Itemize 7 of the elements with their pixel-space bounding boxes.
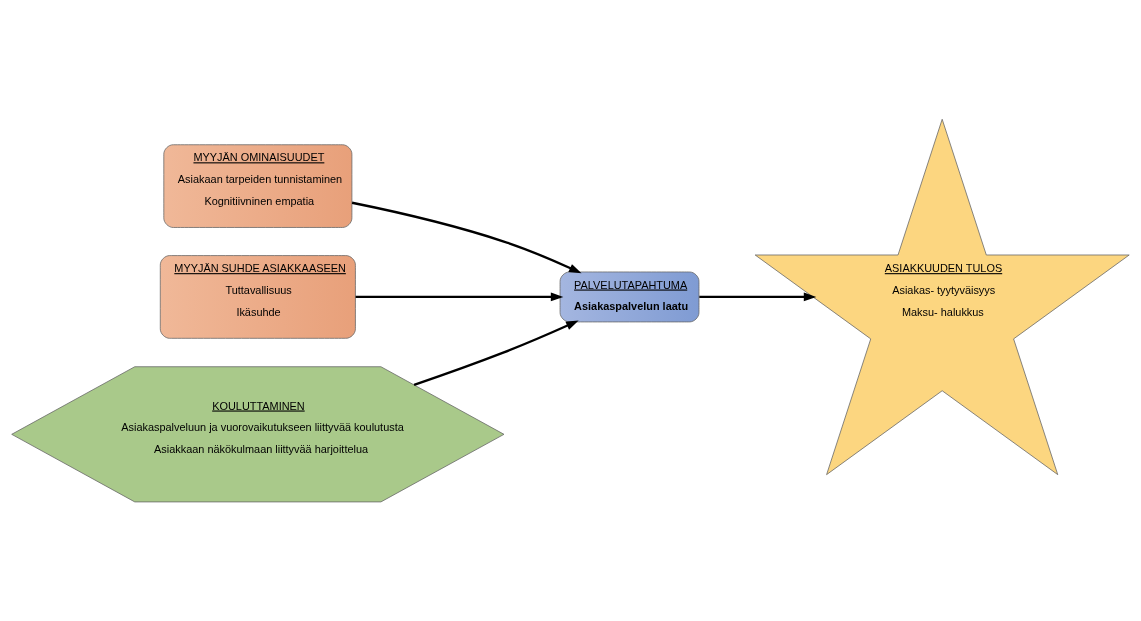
node-box: MYYJÄN OMINAISUUDET Asiakaan tarpeiden tunnistaminen Kognitiivninen empatia [163, 144, 353, 228]
arrow [355, 292, 564, 302]
node-box: MYYJÄN SUHDE ASIAKKAASEEN Tuttavallisuus Ikäsuhde [159, 255, 356, 339]
node-box: PALVELUTAPAHTUMA Asiakaspalvelun laatu [559, 271, 700, 323]
arrow [413, 320, 579, 386]
arrow [699, 292, 817, 302]
arrow [351, 201, 582, 274]
